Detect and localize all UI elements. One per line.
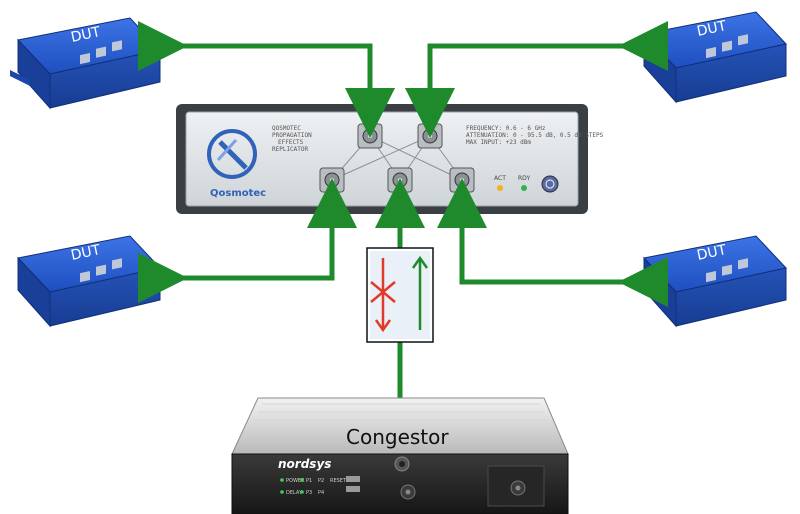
replicator-model-line-1: QOSMOTEC: [272, 125, 301, 132]
link-bottom-right: [437, 178, 668, 307]
replicator-spec-line-1: FREQUENCY: 0.6 - 6 GHz: [466, 125, 546, 132]
replicator-spec-line-2: ATTENUATION: 0 - 95.5 dB, 0.5 dB STEPS: [466, 132, 604, 139]
link-top-right: [405, 21, 668, 138]
one-way-filter: [366, 247, 434, 343]
dut-label: DUT: [696, 18, 729, 40]
dut-device-top-left: DUT: [10, 17, 161, 110]
status-led: [280, 490, 284, 494]
propagation-effects-replicator: Qosmotec QOSMOTEC PROPAGATION EFFECTS RE…: [176, 104, 604, 214]
rf-connector: [319, 167, 345, 193]
replicator-brand: Qosmotec: [210, 188, 266, 199]
status-led: [300, 490, 304, 494]
dut-label: DUT: [70, 24, 103, 46]
act-label: ACT: [494, 175, 506, 182]
drive-bay: [487, 465, 545, 507]
replicator-model-line-4: REPLICATOR: [272, 146, 309, 153]
dut-device-top-right: DUT: [643, 11, 787, 104]
front-knob[interactable]: [400, 484, 416, 500]
rf-connector: [417, 123, 443, 149]
link-arrows: [138, 21, 668, 398]
congestor-label: Congestor: [346, 425, 449, 449]
link-bottom-left: [138, 178, 357, 303]
replicator-model-line-3: EFFECTS: [278, 139, 304, 146]
status-led: [280, 478, 284, 482]
power-button[interactable]: [541, 175, 559, 193]
dut-device-bottom-right: DUT: [643, 235, 787, 328]
led-label-reset: RESET: [330, 478, 347, 484]
dut-device-bottom-left: DUT: [17, 235, 161, 328]
rf-connector: [387, 167, 413, 193]
led-label-p2: P2: [318, 478, 324, 484]
led-label-p3: P3: [306, 490, 312, 496]
link-top-left: [138, 21, 395, 138]
congestor-appliance: Congestor nordsys POWER P1 P2 RESET DELA…: [231, 397, 569, 514]
dut-label: DUT: [696, 242, 729, 264]
led-label-p4: P4: [318, 490, 324, 496]
act-led: [497, 185, 503, 191]
led-label-p1: P1: [306, 478, 312, 484]
replicator-spec-line-3: MAX INPUT: +23 dBm: [466, 139, 531, 146]
blocked-downstream-arrow: [370, 258, 396, 333]
dut-label: DUT: [70, 242, 103, 264]
congestor-brand: nordsys: [278, 457, 331, 471]
led-label-delay: DELAY: [286, 490, 303, 496]
drive-knob[interactable]: [510, 480, 526, 496]
usb-ports: [346, 476, 360, 492]
status-led: [300, 478, 304, 482]
allowed-upstream-arrow: [411, 255, 429, 330]
rdy-label: RDY: [518, 175, 530, 182]
replicator-model-line-2: PROPAGATION: [272, 132, 312, 139]
rf-connector: [357, 123, 383, 149]
rf-connector: [449, 167, 475, 193]
led-label-power: POWER: [286, 478, 305, 484]
rdy-led: [521, 185, 527, 191]
nordsys-emblem: [394, 456, 410, 472]
